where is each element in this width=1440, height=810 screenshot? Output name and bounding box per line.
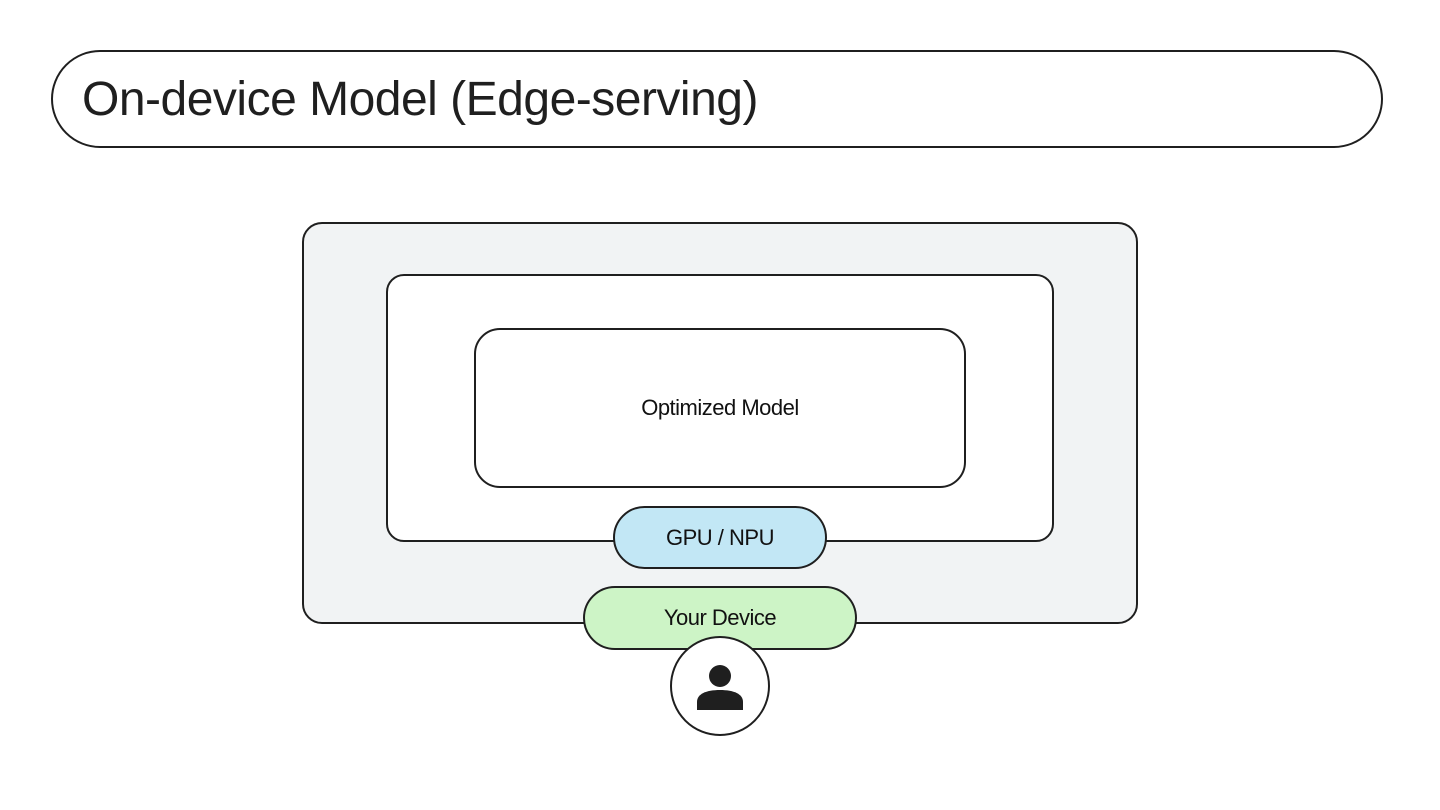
user-avatar bbox=[670, 636, 770, 736]
page-title-text: On-device Model (Edge-serving) bbox=[82, 72, 758, 126]
your-device-label: Your Device bbox=[663, 605, 777, 630]
page-title: On-device Model (Edge-serving) bbox=[51, 50, 1383, 148]
optimized-model-box: Optimized Model bbox=[474, 328, 966, 488]
gpu-npu-label: GPU / NPU bbox=[666, 524, 774, 550]
person-icon bbox=[697, 665, 743, 710]
gpu-npu-pill: GPU / NPU bbox=[613, 506, 827, 569]
optimized-model-label: Optimized Model bbox=[641, 395, 799, 420]
